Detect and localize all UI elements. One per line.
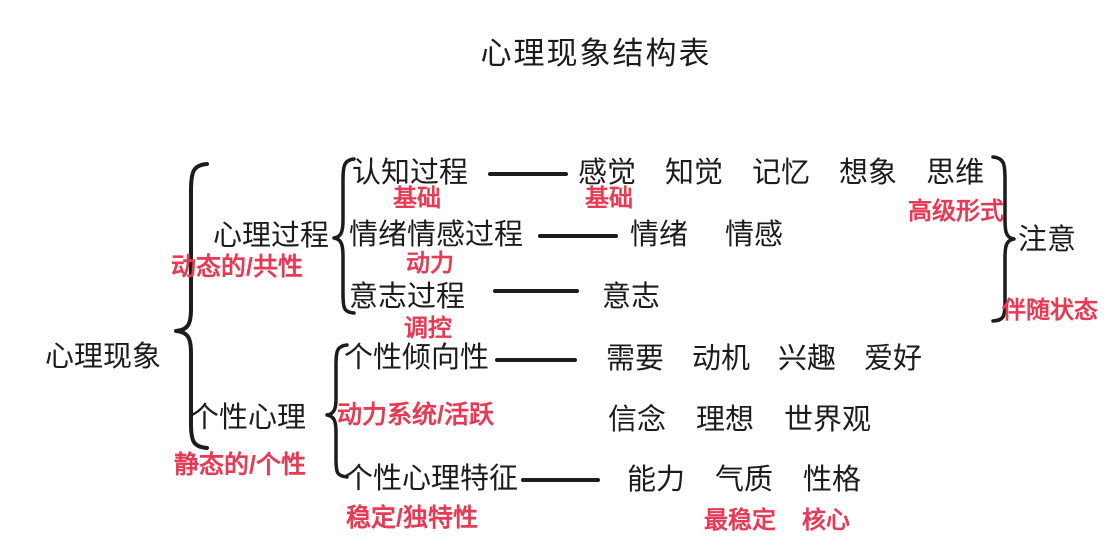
personality-brace [325, 343, 349, 479]
annotation-foundation-2: 基础 [585, 185, 633, 212]
leaf-belief: 信念 [608, 404, 667, 436]
root-brace [174, 162, 209, 450]
annotation-dynamic-common: 动态的/共性 [171, 253, 303, 281]
leaf-need: 需要 [606, 343, 665, 375]
annotation-foundation-1: 基础 [393, 185, 441, 212]
page-title: 心理现象结构表 [480, 36, 712, 71]
node-personality-traits: 个性心理特征 [344, 463, 519, 495]
leaf-character: 性格 [803, 464, 862, 496]
leaf-memory: 记忆 [752, 157, 811, 189]
traits-items: 能力 气质 性格 [627, 466, 861, 495]
annotation-dynamic-system: 动力系统/活跃 [337, 401, 494, 429]
tendency-items-line2: 信念 理想 世界观 [608, 406, 871, 435]
leaf-ideal: 理想 [696, 404, 755, 436]
connector-line [493, 289, 579, 293]
annotation-accompanying-state: 伴随状态 [1002, 297, 1098, 324]
leaf-will: 意志 [602, 281, 661, 313]
cognitive-items: 感觉 知觉 记忆 想象 思维 [578, 159, 984, 188]
annotation-advanced-form: 高级形式 [908, 198, 1004, 225]
connector-line [521, 478, 600, 482]
process-brace [332, 157, 356, 315]
leaf-worldview: 世界观 [784, 404, 872, 436]
node-mental-process: 心理过程 [213, 220, 330, 252]
annotation-motivation: 动力 [406, 250, 454, 277]
leaf-imagination: 想象 [839, 157, 898, 189]
annotation-core: 核心 [802, 507, 850, 534]
annotation-regulation: 调控 [404, 315, 452, 342]
node-will-process: 意志过程 [349, 281, 466, 313]
connector-line [488, 172, 568, 176]
leaf-ability: 能力 [627, 464, 686, 496]
traits-items-annotations: 最稳定 核心 [704, 509, 850, 533]
leaf-temperament: 气质 [715, 464, 774, 496]
attention-brace [991, 155, 1016, 323]
annotation-static-individual: 静态的/个性 [174, 451, 306, 479]
node-attention: 注意 [1018, 224, 1077, 256]
connector-line [538, 234, 618, 238]
leaf-affection: 情感 [725, 219, 784, 251]
node-cognitive-process: 认知过程 [352, 157, 469, 189]
leaf-hobby: 爱好 [864, 343, 923, 375]
annotation-stable-unique: 稳定/独特性 [346, 504, 478, 532]
will-items: 意志 [602, 283, 660, 312]
leaf-emotion: 情绪 [630, 219, 689, 251]
tendency-items-line1: 需要 动机 兴趣 爱好 [606, 345, 922, 374]
node-personality-psychology: 个性心理 [190, 402, 307, 434]
leaf-interest: 兴趣 [778, 343, 837, 375]
node-emotion-process: 情绪情感过程 [349, 219, 524, 251]
node-psychological-phenomena: 心理现象 [45, 341, 162, 373]
emotion-items: 情绪 情感 [630, 221, 783, 250]
node-personality-tendency: 个性倾向性 [344, 342, 490, 374]
annotation-most-stable: 最稳定 [704, 507, 776, 534]
leaf-motive: 动机 [692, 343, 751, 375]
leaf-sensation: 感觉 [578, 157, 637, 189]
connector-line [495, 358, 577, 362]
leaf-thinking: 思维 [926, 157, 985, 189]
leaf-perception: 知觉 [665, 157, 724, 189]
